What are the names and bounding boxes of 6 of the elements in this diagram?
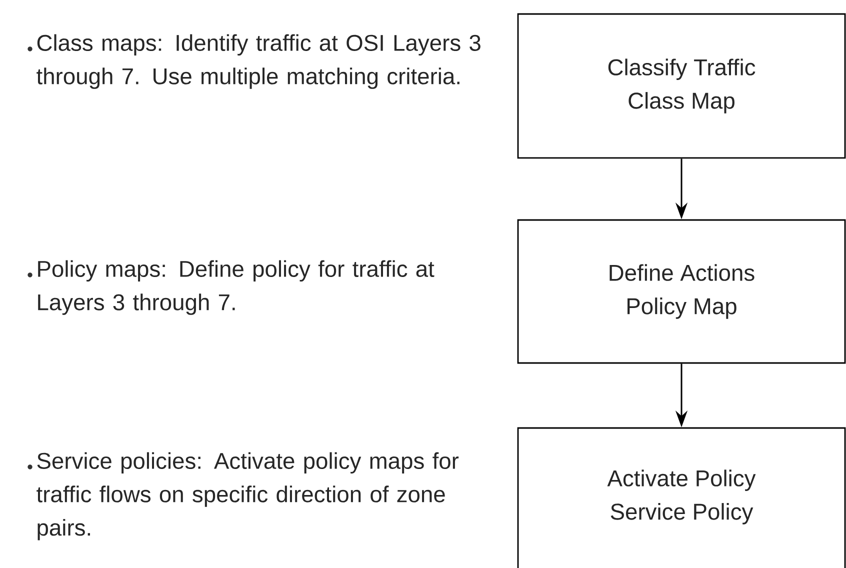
process-box: Define Actions Policy Map: [517, 219, 846, 364]
bullet-text: Service policies: Activate policy maps for traffic flows on specific direction of zone pairs.: [36, 452, 459, 540]
process-box: Activate Policy Service Policy: [517, 427, 846, 568]
bullet-text: Policy maps: Define policy for traffic at Layers 3 through 7.: [38, 260, 434, 315]
process-box: Classify Traffic Class Map: [517, 13, 846, 159]
bullet-text: Class maps: Identify traffic at OSI Layers 3 through 7. Use multiple matching criteria.: [36, 34, 480, 89]
